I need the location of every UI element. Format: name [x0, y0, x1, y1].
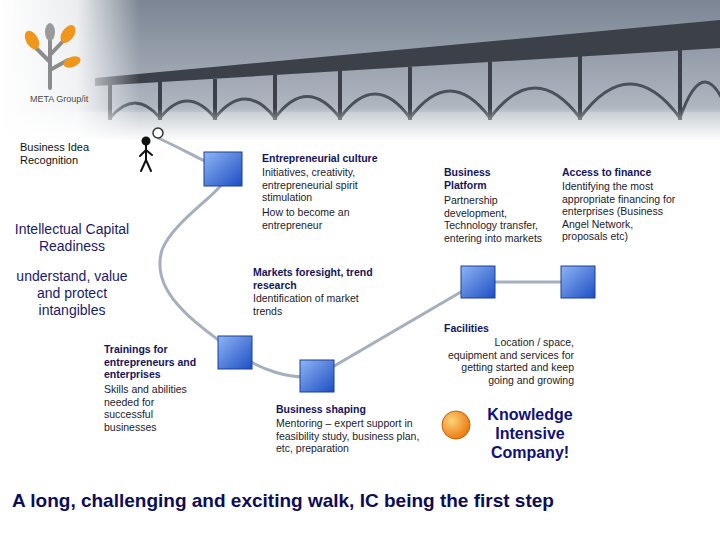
step-text: Location / space, equipment and services… — [446, 336, 574, 386]
stick-figure — [140, 138, 152, 172]
goal-label: Knowledge Intensive Company! — [474, 405, 586, 463]
photo-fade — [0, 108, 720, 142]
step-text: Mentoring – expert support in feasibilit… — [276, 417, 436, 455]
logo-text: META Group/it — [30, 94, 130, 105]
step-square — [300, 360, 334, 392]
step-heading: Business shaping — [276, 403, 436, 416]
step-squares — [204, 152, 595, 392]
step-text: Identifying the most appropriate financi… — [562, 180, 680, 243]
step-square — [218, 336, 252, 369]
step-note: understand, value and protect intangible… — [4, 268, 140, 318]
step-square — [204, 152, 242, 186]
bridge-photo — [0, 0, 720, 142]
step-heading: Access to finance — [562, 166, 712, 179]
start-circle — [153, 128, 163, 138]
step-heading: Business Platform — [444, 166, 506, 191]
step-heading: Markets foresight, trend research — [253, 266, 398, 291]
step-square — [461, 266, 495, 298]
step-text: Skills and abilities needed for successf… — [104, 383, 204, 433]
step-square — [561, 266, 595, 298]
step-text: Initiatives, creativity, entrepreneurial… — [262, 166, 390, 204]
step-heading: Trainings for entrepreneurs and enterpri… — [104, 343, 216, 381]
step-text: How to become an entrepreneur — [262, 206, 382, 231]
step-text: Partnership development, Technology tran… — [444, 194, 544, 244]
caption: A long, challenging and exciting walk, I… — [12, 490, 710, 512]
step-heading: Intellectual Capital Readiness — [4, 221, 140, 255]
step-heading: Entrepreneurial culture — [262, 152, 412, 165]
step-heading: Facilities — [444, 322, 564, 335]
step-text: Identification of market trends — [253, 292, 383, 317]
bridge-deck — [95, 20, 720, 86]
step-heading: Business Idea Recognition — [20, 141, 120, 167]
goal-circle — [442, 411, 470, 439]
logo-tree — [22, 22, 82, 88]
